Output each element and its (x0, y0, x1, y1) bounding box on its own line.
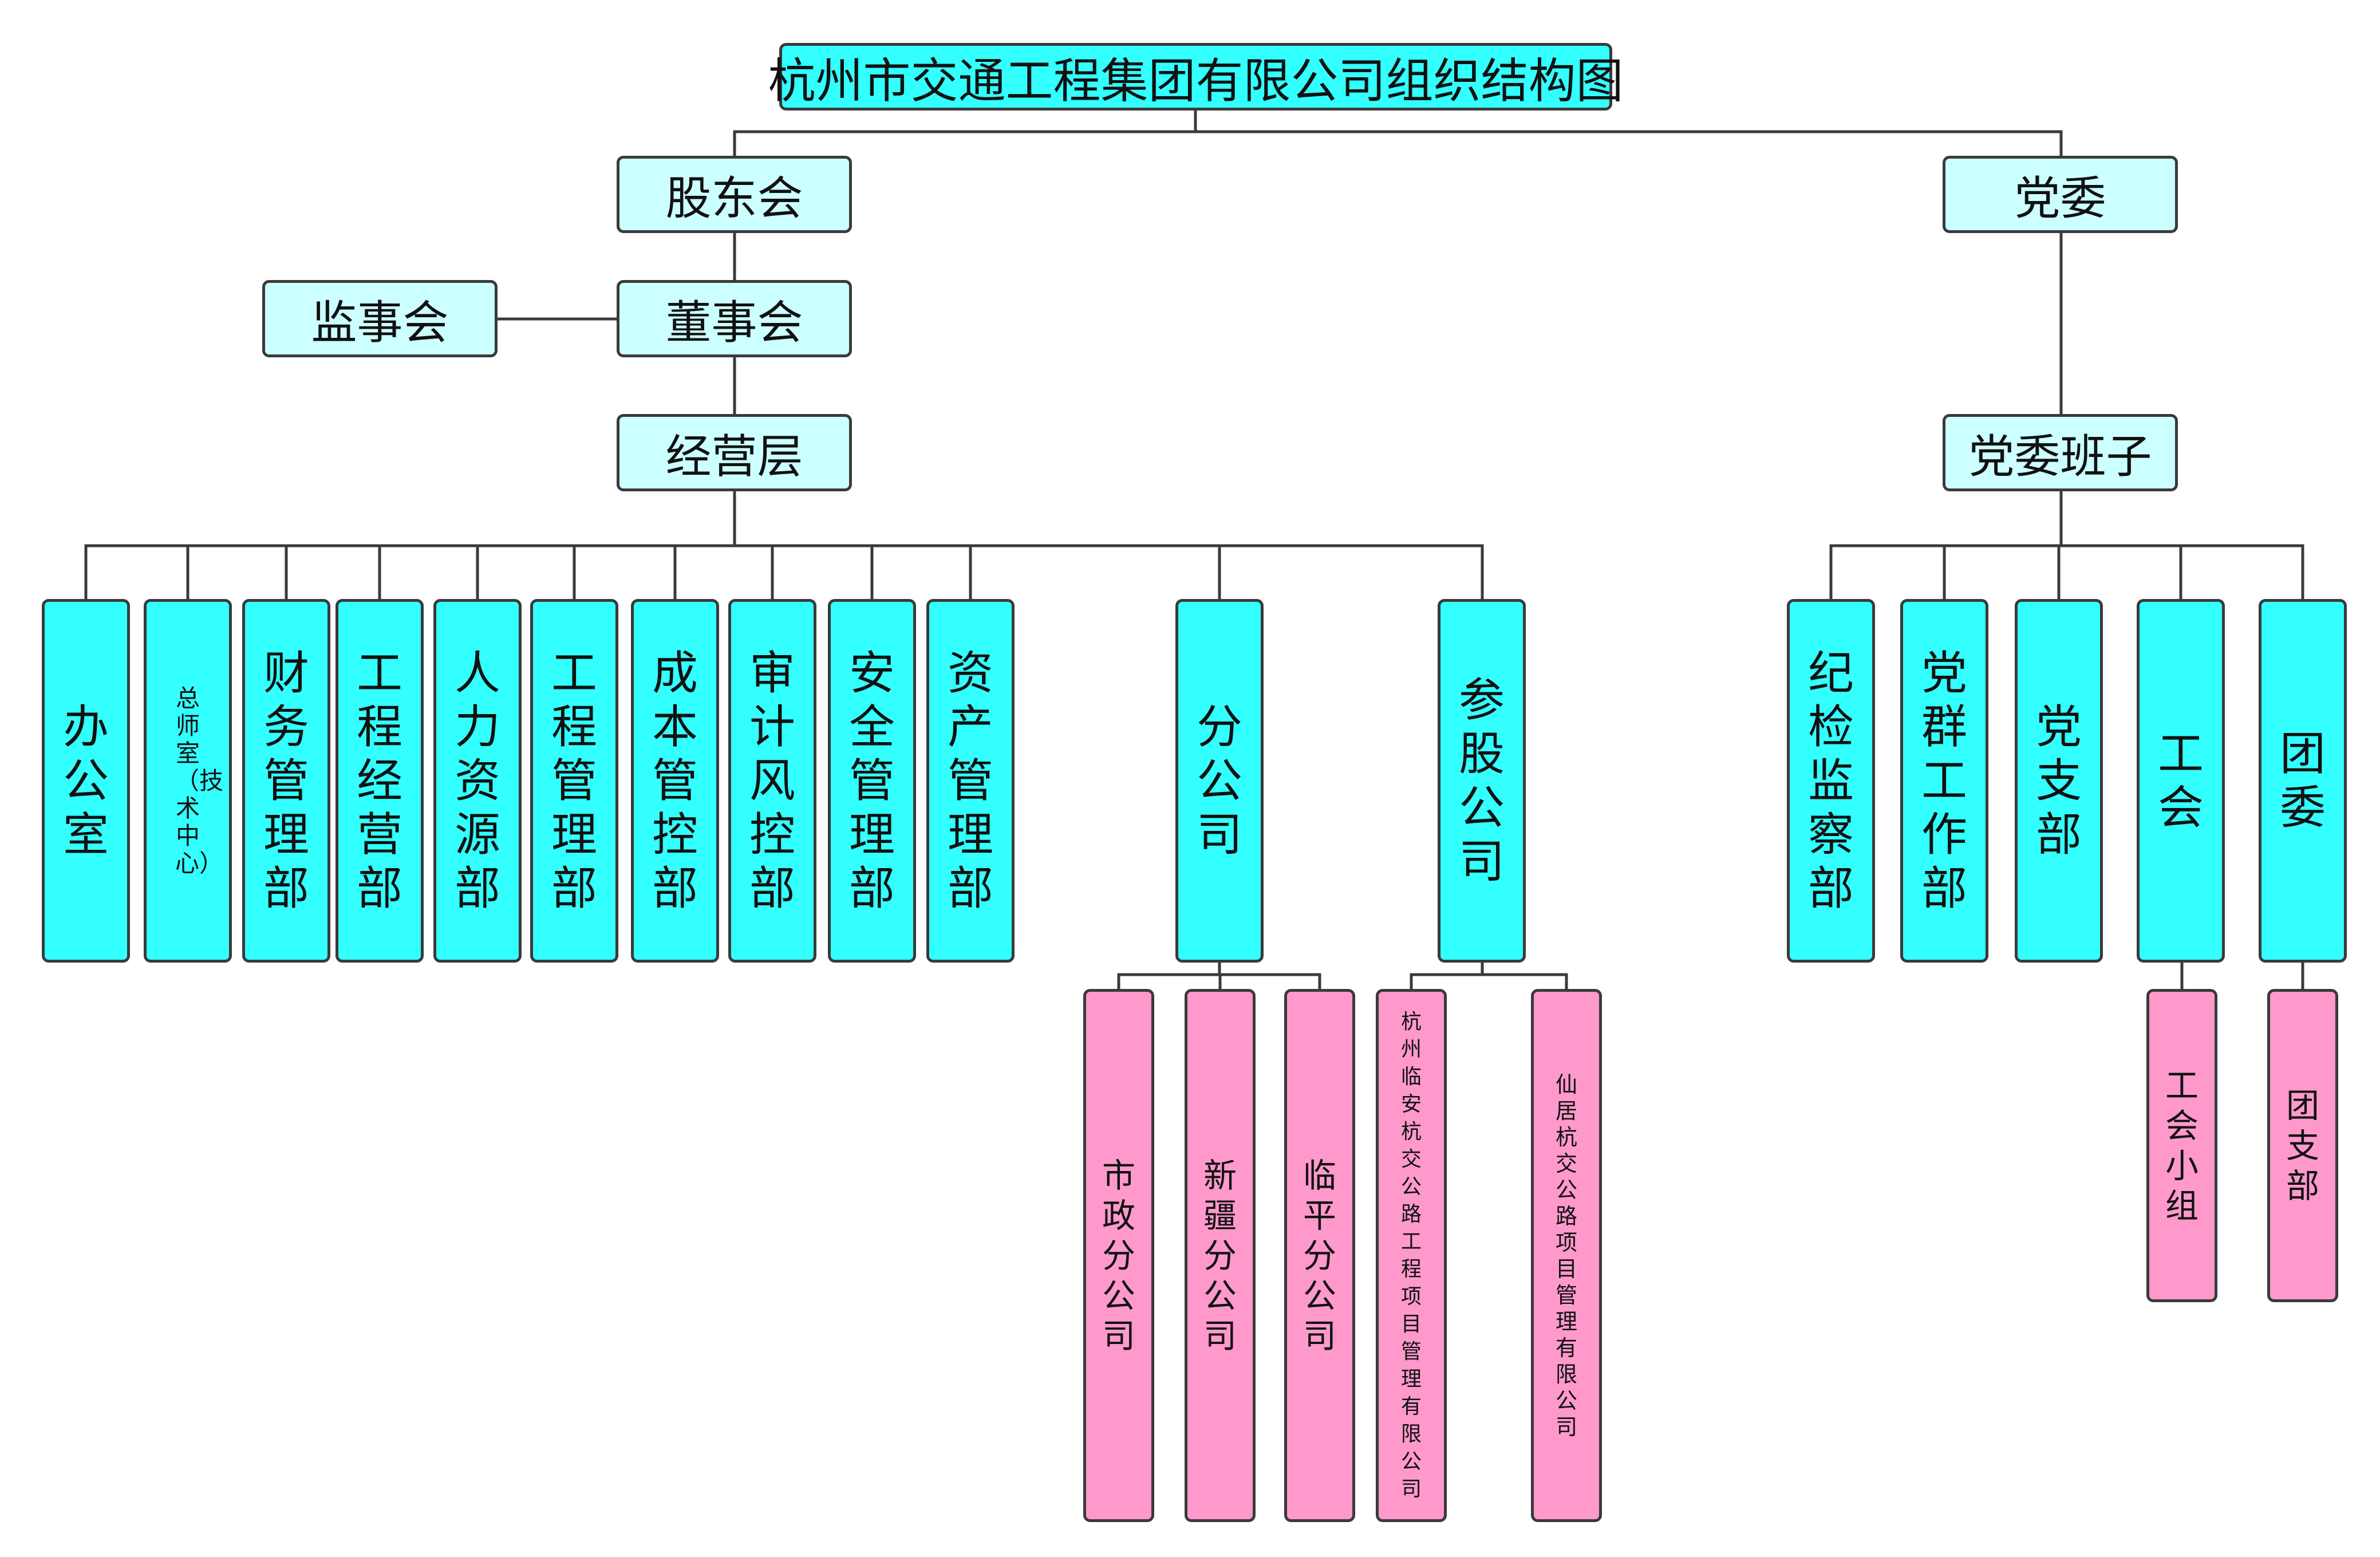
party-branch: 党支部 (2015, 599, 2103, 963)
youth-branch: 团支部 (2267, 989, 2338, 1302)
holding-xianju: 仙居杭交公路项目管理有限公司 (1531, 989, 1602, 1522)
chart-title: 杭州市交通工程集团有限公司组织结构图 (768, 43, 1624, 111)
party-mass-work: 党群工作部 (1900, 599, 1988, 963)
node-shareholders: 股东会 (617, 156, 852, 233)
dept-finance: 财务管理部 (242, 599, 330, 963)
node-management: 经营层 (617, 414, 852, 491)
holding-linan: 杭州临安杭交公路工程项目管理有限公司 (1376, 989, 1447, 1522)
dept-audit-risk: 审计风控部 (728, 599, 816, 963)
branch-xinjiang: 新疆分公司 (1185, 989, 1256, 1522)
group-holdings: 参股公司 (1438, 599, 1526, 963)
dept-cost-control: 成本管控部 (631, 599, 719, 963)
node-party-team: 党委班子 (1943, 414, 2178, 491)
dept-safety: 安全管理部 (828, 599, 916, 963)
dept-engineering-management: 工程管理部 (530, 599, 618, 963)
party-labor-union: 工会 (2137, 599, 2225, 963)
node-supervisors: 监事会 (262, 280, 498, 357)
branch-municipal: 市政分公司 (1083, 989, 1154, 1522)
dept-assets: 资产管理部 (926, 599, 1015, 963)
union-group: 工会小组 (2146, 989, 2217, 1302)
dept-chief-engineer-office: 总师室（技术中心） (144, 599, 232, 963)
dept-human-resources: 人力资源部 (433, 599, 522, 963)
branch-linping: 临平分公司 (1284, 989, 1355, 1522)
node-board: 董事会 (617, 280, 852, 357)
dept-engineering-business: 工程经营部 (336, 599, 424, 963)
party-discipline-inspection: 纪检监察部 (1787, 599, 1875, 963)
group-branches: 分公司 (1175, 599, 1264, 963)
dept-office: 办公室 (42, 599, 130, 963)
node-party-committee: 党委 (1943, 156, 2178, 233)
party-youth-league: 团委 (2259, 599, 2347, 963)
